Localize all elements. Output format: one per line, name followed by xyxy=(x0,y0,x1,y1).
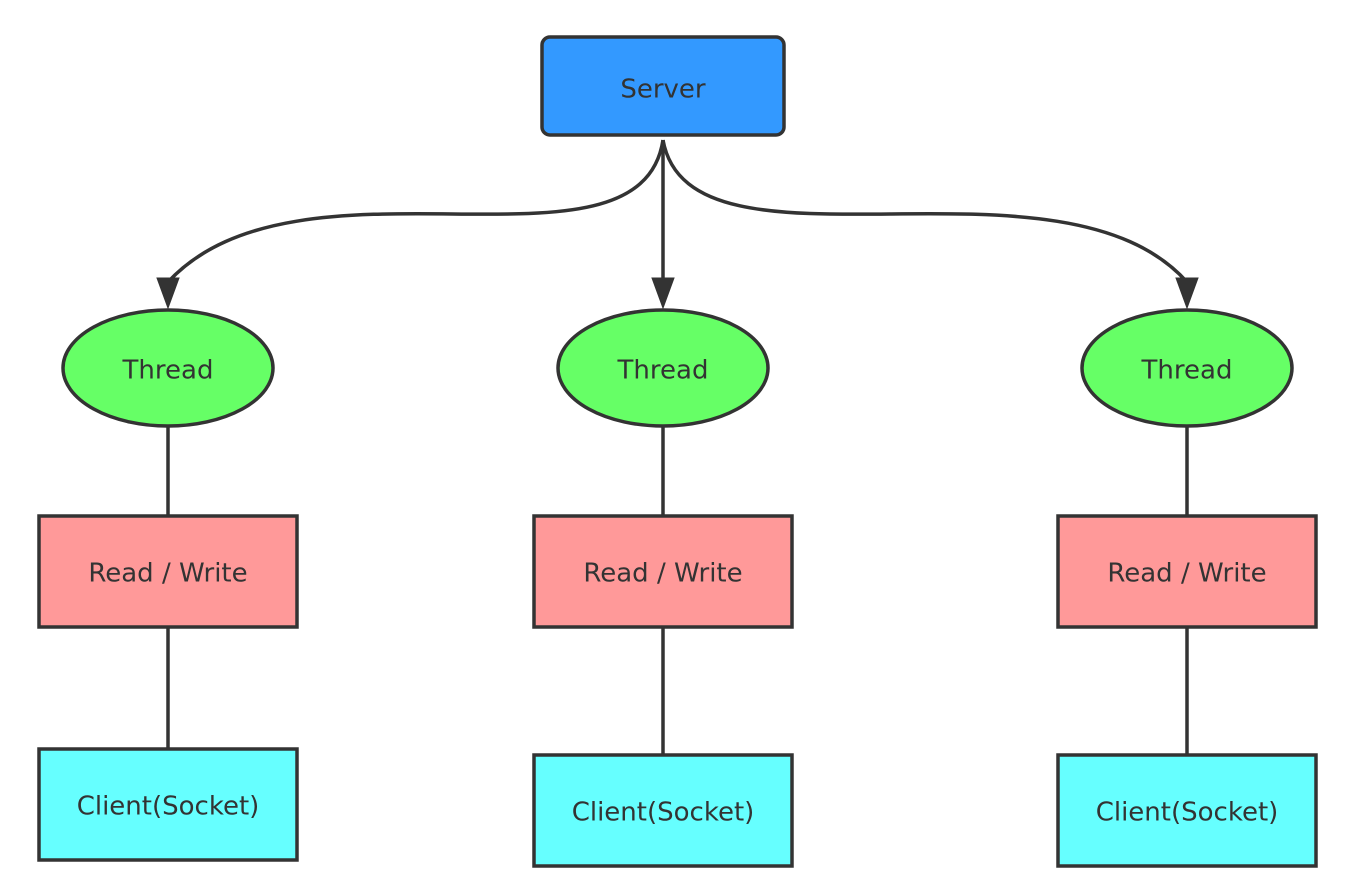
edge-server-to-thread-left xyxy=(166,139,665,284)
thread-node-left[interactable]: Thread xyxy=(61,308,275,428)
read-write-node-middle[interactable]: Read / Write xyxy=(532,514,794,629)
read-write-box-right xyxy=(1056,514,1318,629)
thread-ellipse-left xyxy=(61,308,275,428)
thread-label-middle: Thread xyxy=(617,356,709,386)
read-write-box-middle xyxy=(532,514,794,629)
column-connectors xyxy=(166,426,1189,755)
server-node[interactable]: Server xyxy=(540,35,786,137)
read-write-node-left[interactable]: Read / Write xyxy=(37,514,299,629)
thread-ellipse-middle xyxy=(556,308,770,428)
read-write-label-left: Read / Write xyxy=(88,559,247,589)
server-to-thread-edges xyxy=(156,139,1199,310)
thread-label-right: Thread xyxy=(1141,356,1233,386)
client-node-left[interactable]: Client(Socket) xyxy=(37,747,299,862)
read-write-label-right: Read / Write xyxy=(1107,559,1266,589)
arrowhead-right xyxy=(1175,277,1199,310)
read-write-label-middle: Read / Write xyxy=(583,559,742,589)
thread-node-right[interactable]: Thread xyxy=(1080,308,1294,428)
client-label-left: Client(Socket) xyxy=(77,792,260,822)
edge-server-to-thread-right xyxy=(661,139,1189,284)
client-box-middle xyxy=(532,753,794,868)
client-box-left xyxy=(37,747,299,862)
client-box-right xyxy=(1056,753,1318,868)
thread-node-middle[interactable]: Thread xyxy=(556,308,770,428)
thread-ellipse-right xyxy=(1080,308,1294,428)
arrowhead-middle xyxy=(651,277,675,310)
server-box xyxy=(540,35,786,137)
arrowhead-left xyxy=(156,277,180,310)
read-write-node-right[interactable]: Read / Write xyxy=(1056,514,1318,629)
client-node-right[interactable]: Client(Socket) xyxy=(1056,753,1318,868)
client-node-middle[interactable]: Client(Socket) xyxy=(532,753,794,868)
client-label-right: Client(Socket) xyxy=(1096,798,1279,828)
thread-label-left: Thread xyxy=(122,356,214,386)
client-label-middle: Client(Socket) xyxy=(572,798,755,828)
server-label: Server xyxy=(620,75,706,105)
read-write-box-left xyxy=(37,514,299,629)
